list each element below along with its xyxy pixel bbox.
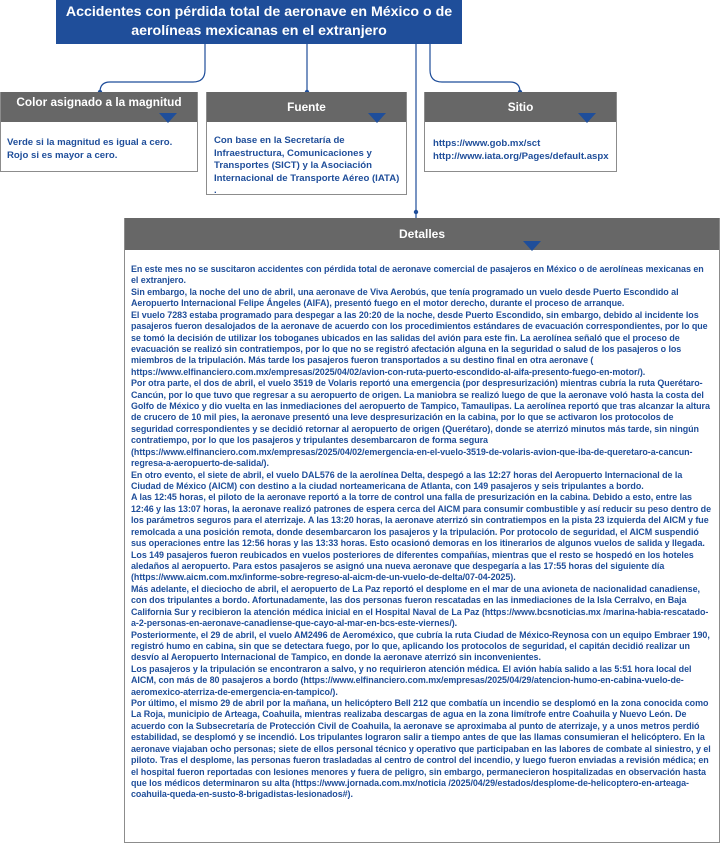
card-detalles-body: En este mes no se suscitaron accidentes … — [125, 250, 719, 801]
detalles-paragraph: Por último, el mismo 29 de abril por la … — [131, 698, 711, 800]
sitio-link-iata[interactable]: http://www.iata.org/Pages/default.aspx — [433, 151, 609, 162]
detalles-paragraph: Posteriormente, el 29 de abril, el vuelo… — [131, 629, 710, 663]
connector-to-color — [99, 44, 206, 93]
card-color-header: Color asignado a la magnitud — [1, 92, 197, 123]
card-sitio: Sitio https://www.gob.mx/sct http://www.… — [424, 92, 617, 172]
detalles-paragraph: A las 12:45 horas, el piloto de la aeron… — [131, 492, 711, 583]
detalles-paragraph: El vuelo 7283 estaba programado para des… — [131, 309, 708, 377]
card-color: Color asignado a la magnitud Verde si la… — [0, 92, 198, 172]
card-sitio-header: Sitio — [425, 92, 616, 123]
detalles-paragraph: Más adelante, el dieciocho de abril, el … — [131, 583, 709, 629]
detalles-paragraph: En este mes no se suscitaron accidentes … — [131, 264, 704, 286]
card-fuente-title: Fuente — [287, 100, 326, 114]
diagram-title: Accidentes con pérdida total de aeronave… — [56, 0, 462, 44]
card-sitio-body: https://www.gob.mx/sct http://www.iata.o… — [425, 122, 616, 163]
color-rule-green: Verde si la magnitud es igual a cero. — [7, 137, 173, 148]
card-detalles-title: Detalles — [398, 227, 446, 241]
card-detalles: Detalles En este mes no se suscitaron ac… — [124, 218, 720, 843]
card-fuente-body: Con base en la Secretaría de Infraestruc… — [214, 135, 400, 196]
connector-to-sitio — [429, 44, 521, 93]
detalles-paragraph: Los pasajeros y la tripulación se encont… — [131, 663, 692, 697]
card-fuente: Fuente Con base en la Secretaría de Infr… — [206, 92, 407, 196]
detalles-paragraph: En otro evento, el siete de abril, el vu… — [131, 469, 683, 492]
triangle-down-icon — [523, 241, 541, 251]
card-sitio-title: Sitio — [507, 100, 534, 114]
triangle-down-icon — [578, 113, 596, 123]
sitio-link-sct[interactable]: https://www.gob.mx/sct — [433, 138, 541, 149]
color-rule-red: Rojo si es mayor a cero. — [7, 150, 118, 161]
card-detalles-header: Detalles — [125, 218, 719, 251]
card-fuente-header: Fuente — [207, 92, 406, 123]
card-color-body: Verde si la magnitud es igual a cero. Ro… — [1, 122, 197, 162]
detalles-paragraph: Sin embargo, la noche del uno de abril, … — [131, 286, 679, 309]
card-color-title: Color asignado a la magnitud — [16, 95, 182, 109]
detalles-paragraph: Por otra parte, el dos de abril, el vuel… — [131, 378, 710, 469]
triangle-down-icon — [368, 113, 386, 123]
triangle-down-icon — [159, 113, 177, 123]
